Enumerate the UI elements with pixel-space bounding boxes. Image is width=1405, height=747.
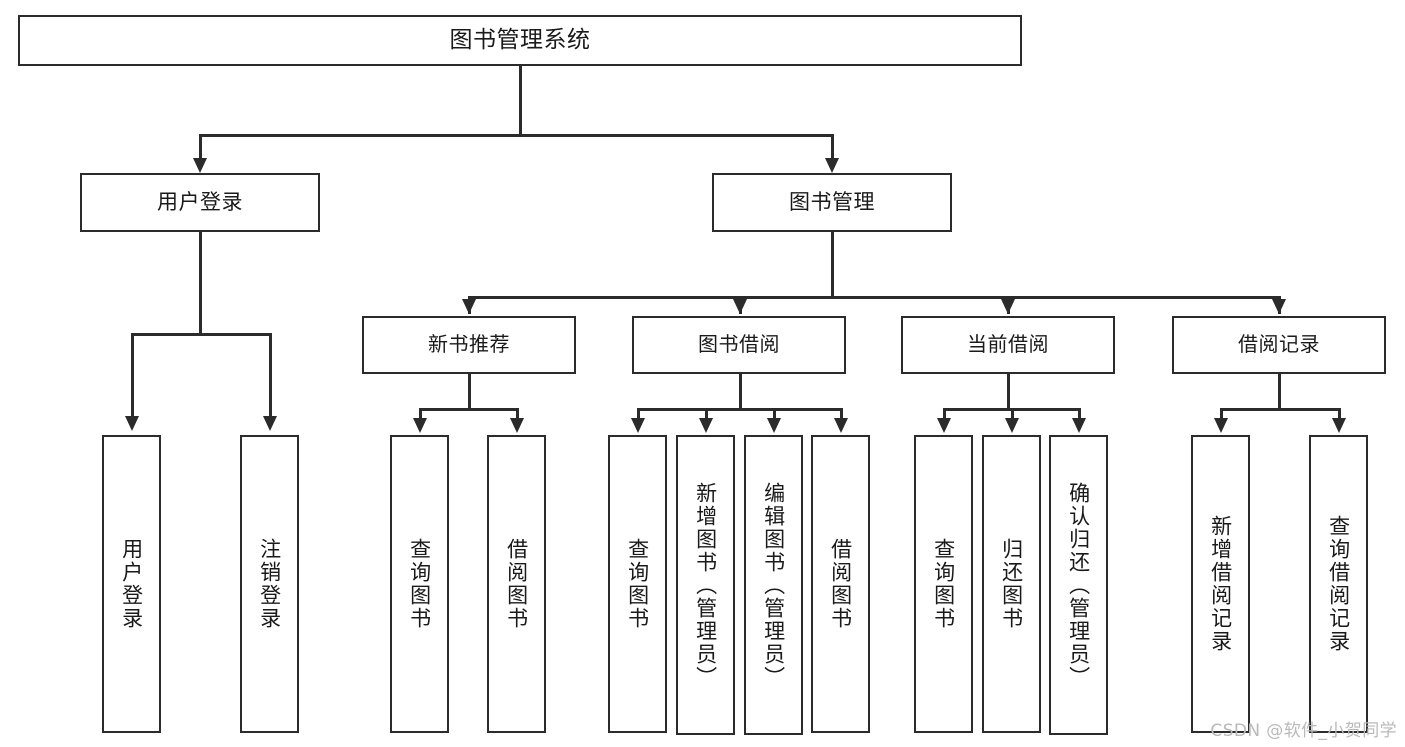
node-label: 用户登录	[157, 190, 243, 215]
connector-root-bus	[199, 134, 833, 137]
connector-user-login-stem	[199, 232, 202, 335]
node-label: 当前借阅	[967, 332, 1049, 357]
node-borrow-record[interactable]: 借阅记录	[1172, 316, 1386, 374]
leaf-current-borrow-confirm-return-admin[interactable]: 确认归还（管理员）	[1049, 435, 1108, 735]
connector-borrow-record-stem	[1278, 374, 1281, 410]
arrowhead-to-current-borrow	[1001, 299, 1015, 314]
arrowhead-to-book-borrow	[733, 299, 747, 314]
node-label: 确认归还（管理员）	[1066, 481, 1091, 689]
arrowhead-to-book-management	[825, 158, 839, 173]
leaf-new-book-query-book[interactable]: 查询图书	[390, 435, 449, 733]
node-label: 注销登录	[257, 538, 282, 630]
leaf-current-borrow-return-book[interactable]: 归还图书	[982, 435, 1041, 733]
connector-book-management-bus	[468, 296, 1280, 299]
arrowhead-new-book-leaf-2	[510, 418, 524, 433]
connector-book-borrow-drop-1	[637, 408, 640, 420]
leaf-book-borrow-borrow-book[interactable]: 借阅图书	[811, 435, 870, 733]
arrowhead-to-new-book-recommend	[462, 299, 476, 314]
arrowhead-borrow-record-leaf-2	[1332, 418, 1346, 433]
node-label: 新增借阅记录	[1208, 515, 1233, 653]
node-label: 新书推荐	[428, 332, 510, 357]
leaf-borrow-record-query-record[interactable]: 查询借阅记录	[1309, 435, 1368, 733]
connector-user-login-left-drop	[131, 333, 134, 417]
node-current-borrow[interactable]: 当前借阅	[901, 316, 1115, 374]
node-root-book-management-system[interactable]: 图书管理系统	[18, 15, 1022, 66]
arrowhead-current-borrow-leaf-1	[937, 418, 951, 433]
arrowhead-new-book-leaf-1	[413, 418, 427, 433]
connector-current-borrow-drop-3	[1078, 408, 1081, 420]
leaf-book-borrow-add-book-admin[interactable]: 新增图书（管理员）	[676, 435, 735, 735]
node-label: 图书管理系统	[449, 27, 591, 54]
connector-current-borrow-drop-1	[943, 408, 946, 420]
arrowhead-book-borrow-leaf-2	[699, 418, 713, 433]
connector-book-borrow-drop-4	[840, 408, 843, 420]
arrowhead-user-login-leaf-2	[263, 416, 277, 431]
connector-book-borrow-bus	[637, 408, 841, 411]
node-user-login[interactable]: 用户登录	[80, 173, 320, 232]
node-book-management[interactable]: 图书管理	[712, 173, 952, 232]
leaf-user-login-login[interactable]: 用户登录	[102, 435, 161, 733]
connector-book-borrow-drop-2	[705, 408, 708, 420]
arrowhead-book-borrow-leaf-1	[631, 418, 645, 433]
node-label: 查询图书	[625, 538, 650, 630]
node-label: 借阅图书	[828, 538, 853, 630]
node-label: 查询借阅记录	[1326, 515, 1351, 653]
node-new-book-recommend[interactable]: 新书推荐	[362, 316, 576, 374]
node-label: 用户登录	[119, 538, 144, 630]
connector-book-management-stem	[831, 232, 834, 298]
leaf-user-login-logout[interactable]: 注销登录	[240, 435, 299, 733]
arrowhead-book-borrow-leaf-3	[767, 418, 781, 433]
leaf-current-borrow-query-book[interactable]: 查询图书	[914, 435, 973, 733]
connector-borrow-record-drop-2	[1338, 408, 1341, 420]
arrowhead-current-borrow-leaf-2	[1005, 418, 1019, 433]
node-label: 借阅图书	[504, 538, 529, 630]
connector-book-borrow-stem	[739, 374, 742, 410]
node-book-borrow[interactable]: 图书借阅	[632, 316, 846, 374]
arrowhead-current-borrow-leaf-3	[1072, 418, 1086, 433]
node-label: 新增图书（管理员）	[693, 481, 718, 689]
node-label: 查询图书	[407, 538, 432, 630]
leaf-borrow-record-add-record[interactable]: 新增借阅记录	[1191, 435, 1250, 733]
node-label: 归还图书	[999, 538, 1024, 630]
connector-user-login-bus	[131, 333, 271, 336]
node-label: 图书管理	[789, 190, 875, 215]
node-label: 编辑图书（管理员）	[761, 481, 786, 689]
arrowhead-to-user-login	[193, 158, 207, 173]
arrowhead-borrow-record-leaf-1	[1214, 418, 1228, 433]
connector-book-borrow-drop-3	[773, 408, 776, 420]
connector-borrow-record-drop-1	[1220, 408, 1223, 420]
leaf-book-borrow-query-book[interactable]: 查询图书	[608, 435, 667, 733]
arrowhead-book-borrow-leaf-4	[834, 418, 848, 433]
arrowhead-to-borrow-record	[1272, 299, 1286, 314]
connector-new-book-drop-1	[419, 408, 422, 420]
connector-current-borrow-drop-2	[1011, 408, 1014, 420]
node-label: 图书借阅	[698, 332, 780, 357]
connector-root-to-book-management	[831, 134, 834, 160]
connector-borrow-record-bus	[1220, 408, 1340, 411]
node-label: 借阅记录	[1238, 332, 1320, 357]
leaf-book-borrow-edit-book-admin[interactable]: 编辑图书（管理员）	[744, 435, 803, 735]
connector-current-borrow-stem	[1007, 374, 1010, 410]
connector-new-book-stem	[468, 374, 471, 410]
connector-root-to-user-login	[199, 134, 202, 160]
connector-new-book-drop-2	[516, 408, 519, 420]
connector-root-stem	[519, 66, 522, 136]
connector-new-book-bus	[419, 408, 518, 411]
node-label: 查询图书	[931, 538, 956, 630]
arrowhead-user-login-leaf-1	[125, 416, 139, 431]
leaf-new-book-borrow-book[interactable]: 借阅图书	[487, 435, 546, 733]
connector-user-login-right-drop	[269, 333, 272, 417]
